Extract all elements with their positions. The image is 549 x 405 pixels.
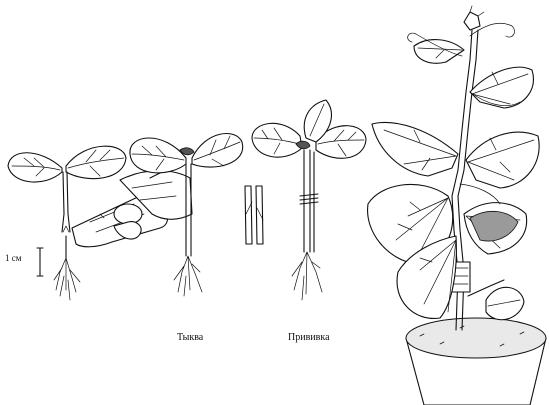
scale-bar [37,248,43,276]
graft-label: Прививка [288,333,330,343]
grafted-seedling [252,100,366,300]
scale-label: 1 см [5,254,21,263]
pumpkin-label: Тыква [177,333,203,343]
cut-stem-piece [245,186,263,244]
hand-with-blade [72,170,192,247]
grafted-cucumber-plant [368,6,546,405]
